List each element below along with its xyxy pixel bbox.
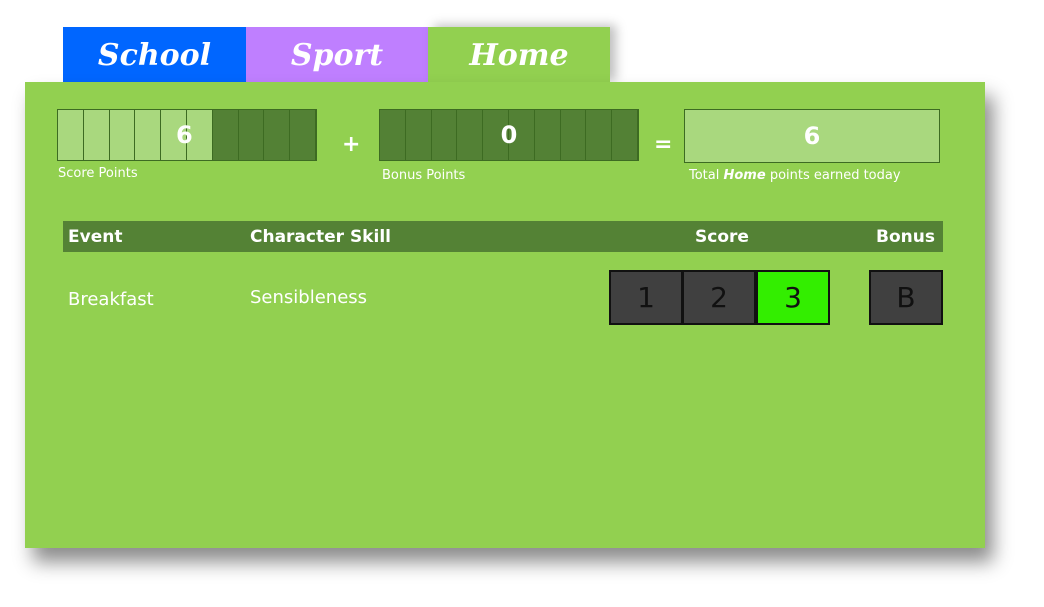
score-points-segment	[83, 110, 110, 160]
bonus-points-segment	[612, 110, 638, 160]
score-button-3[interactable]: 3	[756, 270, 830, 325]
bonus-points-caption: Bonus Points	[382, 168, 466, 183]
total-points-value: 6	[803, 122, 821, 150]
plus-sign: +	[342, 132, 361, 157]
header-character-skill: Character Skill	[250, 227, 391, 247]
tab-sport[interactable]: Sport	[246, 27, 428, 83]
bonus-points-segment	[431, 110, 458, 160]
bonus-points-segment	[380, 110, 406, 160]
header-score: Score	[695, 227, 749, 247]
bonus-button[interactable]: B	[869, 270, 943, 325]
tab-home[interactable]: Home	[428, 27, 610, 83]
skill-sensibleness: Sensibleness	[250, 287, 368, 308]
total-caption-emphasis: Home	[723, 168, 766, 183]
score-button-2[interactable]: 2	[682, 270, 756, 325]
table-header: Event Character Skill Score Bonus	[63, 221, 943, 252]
score-points-segment	[238, 110, 265, 160]
bonus-points-segment	[483, 110, 509, 160]
bonus-points-segment	[534, 110, 561, 160]
score-points-meter: 6	[57, 109, 317, 161]
bonus-points-segment	[405, 110, 432, 160]
score-points-segment	[264, 110, 291, 160]
score-points-segment	[212, 110, 239, 160]
header-bonus: Bonus	[876, 227, 935, 247]
score-points-segment	[135, 110, 162, 160]
score-points-segment	[186, 110, 213, 160]
bonus-points-segment	[457, 110, 484, 160]
total-caption-prefix: Total	[689, 168, 724, 183]
bonus-points-segment	[586, 110, 613, 160]
score-button-1[interactable]: 1	[609, 270, 683, 325]
bonus-points-segment	[560, 110, 587, 160]
bonus-points-segment	[508, 110, 535, 160]
total-points-box: 6	[684, 109, 940, 163]
home-panel: 6 Score Points + 0 Bonus Points = 6 Tota…	[25, 82, 985, 548]
score-points-segment	[161, 110, 187, 160]
score-points-segment	[109, 110, 136, 160]
score-points-segment	[58, 110, 84, 160]
tab-school[interactable]: School	[63, 27, 246, 83]
bonus-points-meter: 0	[379, 109, 639, 161]
total-points-caption: Total Home points earned today	[689, 168, 901, 183]
score-points-segment	[290, 110, 316, 160]
total-caption-suffix: points earned today	[765, 168, 901, 183]
score-points-caption: Score Points	[58, 166, 138, 181]
header-event: Event	[68, 227, 123, 247]
equals-sign: =	[654, 132, 673, 157]
event-breakfast: Breakfast	[68, 289, 154, 310]
